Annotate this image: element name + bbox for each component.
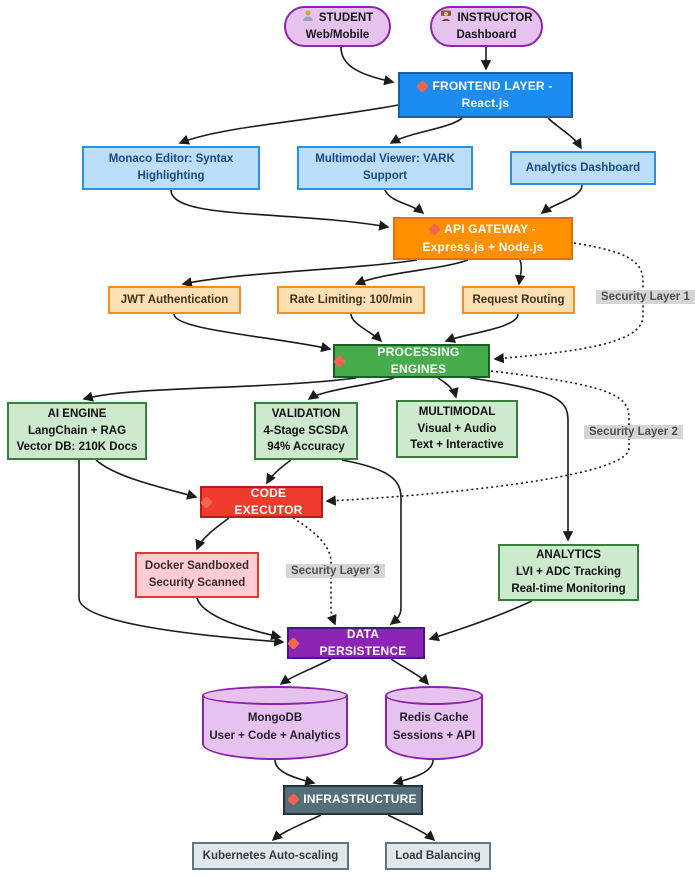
node-label: FRONTEND LAYER - [432,78,553,93]
monaco-editor-node: Monaco Editor: Syntax Highlighting [82,146,260,190]
node-label: Real-time Monitoring [511,582,626,595]
diamond-icon [333,354,346,368]
ai-engine-node: AI ENGINE LangChain + RAG Vector DB: 210… [7,402,147,460]
node-label: MULTIMODAL [418,405,496,418]
node-label: Analytics Dashboard [525,161,641,174]
multimodal-viewer-node: Multimodal Viewer: VARK Support [297,146,473,190]
node-label: Sessions + API [392,729,476,742]
instructor-icon [440,10,452,27]
diamond-icon [287,636,300,650]
node-label: Support [362,170,408,182]
load-balancing-node: Load Balancing [385,842,491,870]
jwt-authentication-node: JWT Authentication [108,286,241,314]
diamond-icon [428,223,441,237]
node-label: DATA PERSISTENCE [319,626,407,658]
node-label: Load Balancing [395,849,481,862]
diamond-icon [416,79,430,93]
node-label: INFRASTRUCTURE [303,792,417,807]
security-layer-3-label: Security Layer 3 [286,564,385,578]
cylinder-shape [385,695,483,760]
node-label: Security Scanned [148,577,246,589]
multimodal-node: MULTIMODAL Visual + Audio Text + Interac… [396,400,518,458]
node-label: MongoDB [247,712,303,724]
node-label: Docker Sandboxed [144,560,250,573]
processing-engines-node: PROCESSING ENGINES [333,344,490,378]
node-label: PROCESSING ENGINES [377,344,460,376]
mongodb-node: MongoDB User + Code + Analytics [202,686,348,760]
redis-node: Redis Cache Sessions + API [385,686,483,760]
analytics-dashboard-node: Analytics Dashboard [510,151,656,185]
student-icon [302,10,314,27]
diamond-icon [200,495,213,509]
node-label: INSTRUCTOR [457,11,533,24]
request-routing-node: Request Routing [462,286,575,314]
rate-limiting-node: Rate Limiting: 100/min [277,286,425,314]
node-label: API GATEWAY - [444,222,536,237]
node-label: Vector DB: 210K Docs [16,441,138,454]
cylinder-top [385,686,483,705]
node-label: Text + Interactive [410,439,504,452]
node-label: 94% Accuracy [267,441,345,454]
cylinder-top [202,686,348,705]
node-label: JWT Authentication [120,293,229,306]
security-layer-1-label: Security Layer 1 [596,290,695,304]
node-label: Monaco Editor: Syntax [108,153,234,166]
node-label: ANALYTICS [536,549,601,562]
node-label: Rate Limiting: 100/min [289,293,413,306]
security-layer-2-label: Security Layer 2 [584,425,683,439]
node-label: React.js [461,96,510,110]
node-label: STUDENT [318,11,374,24]
node-label: AI ENGINE [47,407,107,420]
analytics-node: ANALYTICS LVI + ADC Tracking Real-time M… [498,544,639,601]
docker-sandbox-node: Docker Sandboxed Security Scanned [135,552,259,598]
node-label: LVI + ADC Tracking [515,566,622,579]
frontend-layer-node: FRONTEND LAYER - React.js [398,72,573,118]
infrastructure-node: INFRASTRUCTURE [283,785,423,815]
node-label: Dashboard [456,28,517,41]
validation-node: VALIDATION 4-Stage SCSDA 94% Accuracy [254,402,358,460]
node-label: Request Routing [472,293,565,306]
cylinder-shape [202,695,348,760]
node-label: CODE EXECUTOR [234,485,303,517]
node-label: LangChain + RAG [27,424,127,437]
data-persistence-node: DATA PERSISTENCE [287,627,425,659]
node-label: Highlighting [137,170,205,182]
diamond-icon [287,793,301,807]
code-executor-node: CODE EXECUTOR [200,486,323,518]
node-label: Visual + Audio [417,422,497,435]
node-label: Web/Mobile [305,28,370,41]
node-label: Kubernetes Auto-scaling [202,849,339,862]
node-label: 4-Stage SCSDA [263,424,349,437]
student-node: STUDENT Web/Mobile [284,6,391,47]
node-label: Redis Cache [399,712,469,724]
node-label: Express.js + Node.js [422,239,544,254]
api-gateway-node: API GATEWAY - Express.js + Node.js [393,217,573,260]
kubernetes-node: Kubernetes Auto-scaling [192,842,349,870]
node-label: Multimodal Viewer: VARK [315,153,455,166]
node-label: VALIDATION [271,407,341,420]
instructor-node: INSTRUCTOR Dashboard [430,6,543,47]
node-label: User + Code + Analytics [209,729,341,742]
